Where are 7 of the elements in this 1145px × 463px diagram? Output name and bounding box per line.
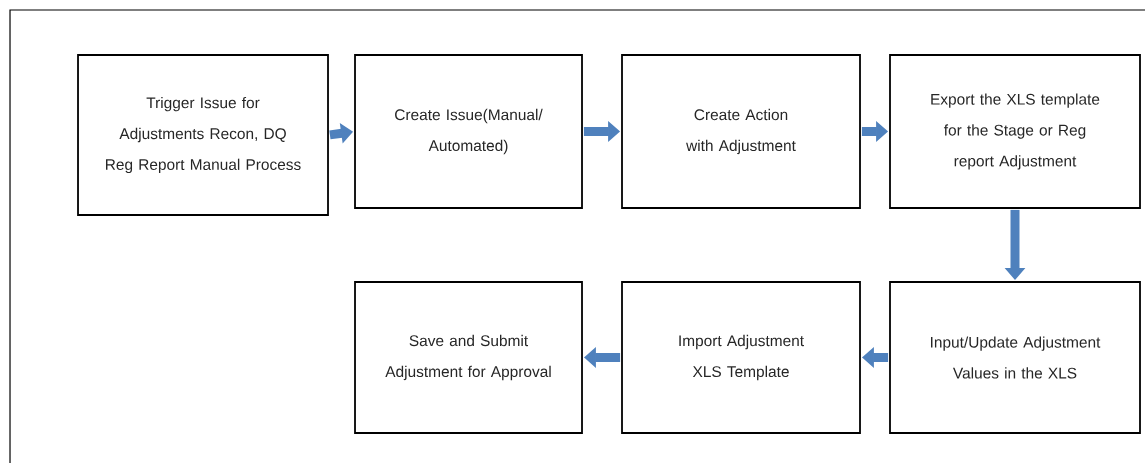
process-box: Save and Submit Adjustment for Approval (354, 281, 583, 434)
process-box: Input/Update Adjustment Values in the XLS (889, 281, 1141, 434)
process-box: Create Issue(Manual/ Automated) (354, 54, 583, 209)
process-box: Import Adjustment XLS Template (621, 281, 861, 434)
process-box: Export the XLS template for the Stage or Reg report Adjustment (889, 54, 1141, 209)
process-box: Trigger Issue for Adjustments Recon, DQ Reg Report Manual Process (77, 54, 329, 216)
process-box: Create Action with Adjustment (621, 54, 861, 209)
